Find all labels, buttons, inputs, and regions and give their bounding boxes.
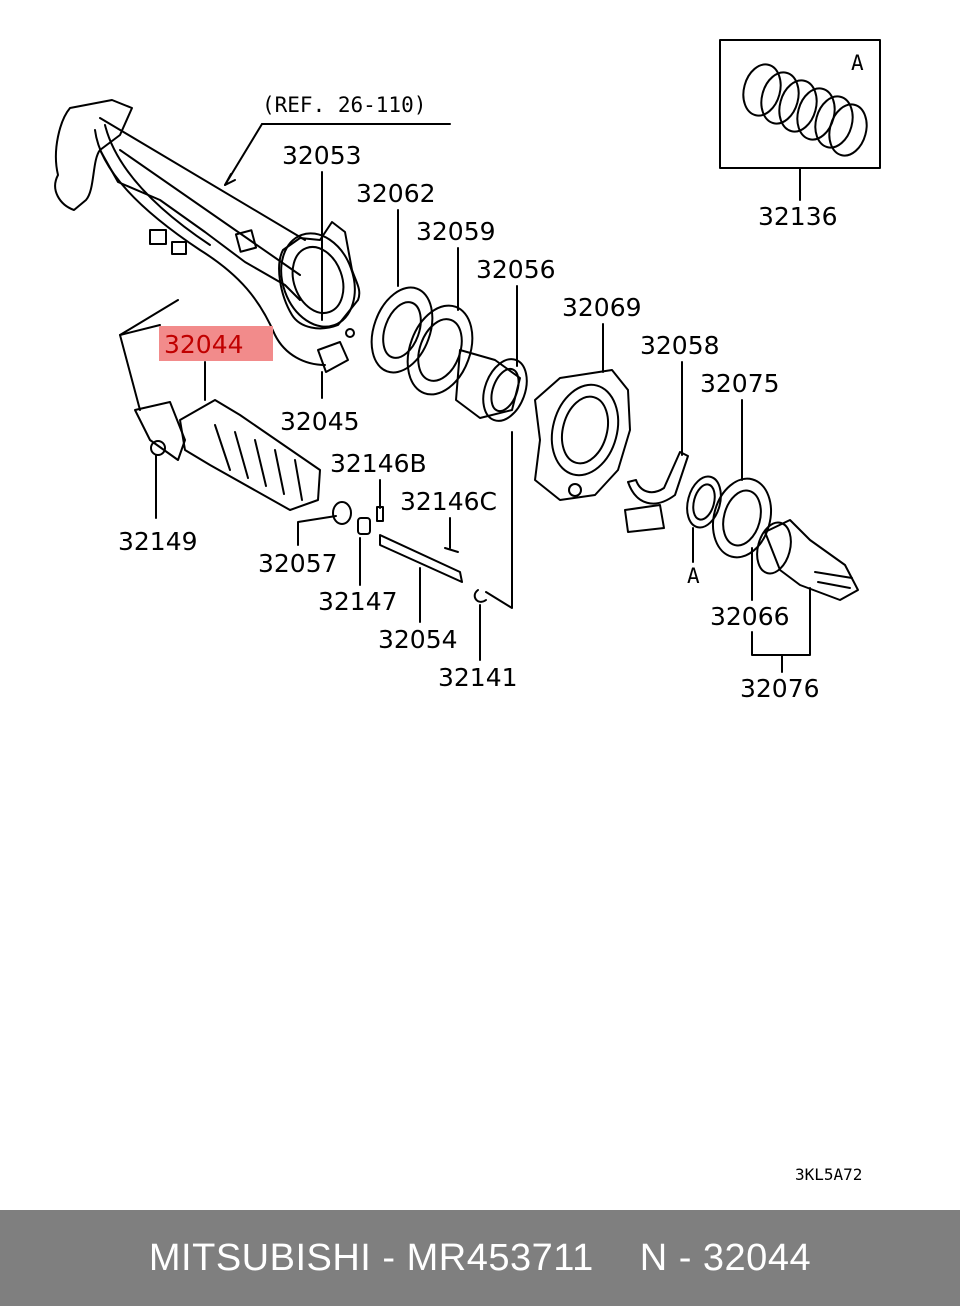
- callout-letter: A: [687, 564, 700, 588]
- part-32059[interactable]: 32059: [416, 217, 496, 246]
- highlight-32044: [159, 326, 273, 361]
- part-32054[interactable]: 32054: [378, 625, 458, 654]
- leader-32044-bracket: [119, 324, 161, 411]
- parts-diagram: (REF. 26-110) 32053 32062 32059 32056 32…: [54, 39, 881, 1184]
- part-32069[interactable]: 32069: [562, 293, 642, 322]
- dust-boot-drawing: [134, 399, 321, 511]
- sleeve-drawing: [712, 477, 772, 559]
- part-32062[interactable]: 32062: [356, 179, 436, 208]
- seal-drawing: [406, 304, 474, 396]
- part-32045[interactable]: 32045: [280, 407, 360, 436]
- part-32056[interactable]: 32056: [476, 255, 556, 284]
- part-32136[interactable]: 32136: [758, 202, 838, 231]
- ref-arrow: [224, 173, 236, 186]
- extension-housing-drawing: [534, 369, 631, 501]
- part-32053[interactable]: 32053: [282, 141, 362, 170]
- part-32141[interactable]: 32141: [438, 663, 518, 692]
- leader-32141: [485, 431, 513, 609]
- washer-drawing: [686, 475, 722, 529]
- shift-fork-drawing: [624, 451, 689, 533]
- part-32058[interactable]: 32058: [640, 331, 720, 360]
- part-32066[interactable]: 32066: [710, 602, 790, 631]
- output-shaft-drawing: [756, 519, 859, 601]
- footer-bar: MITSUBISHI - MR453711 N - 32044: [0, 1210, 960, 1306]
- part-32147[interactable]: 32147: [318, 587, 398, 616]
- clutch-spring-drawing: [742, 63, 868, 157]
- leader-32044-link: [119, 299, 179, 336]
- part-32146b[interactable]: 32146B: [330, 449, 427, 478]
- part-32075[interactable]: 32075: [700, 369, 780, 398]
- part-32149[interactable]: 32149: [118, 527, 198, 556]
- part-32146c[interactable]: 32146C: [400, 487, 497, 516]
- brand-part-number: MITSUBISHI - MR453711: [148, 1236, 594, 1279]
- leader-32057: [297, 515, 337, 546]
- inset-letter: A: [851, 51, 864, 75]
- position-number: N - 32044: [639, 1236, 812, 1279]
- ref-label: (REF. 26-110): [262, 93, 426, 117]
- drawing-code: 3KL5A72: [795, 1165, 862, 1184]
- part-32044[interactable]: 32044: [164, 330, 244, 359]
- part-32076[interactable]: 32076: [740, 674, 820, 703]
- axle-housing-drawing: [54, 99, 361, 373]
- oil-seal-drawing: [370, 286, 434, 374]
- bearing-drawing: [455, 349, 528, 422]
- part-32057[interactable]: 32057: [258, 549, 338, 578]
